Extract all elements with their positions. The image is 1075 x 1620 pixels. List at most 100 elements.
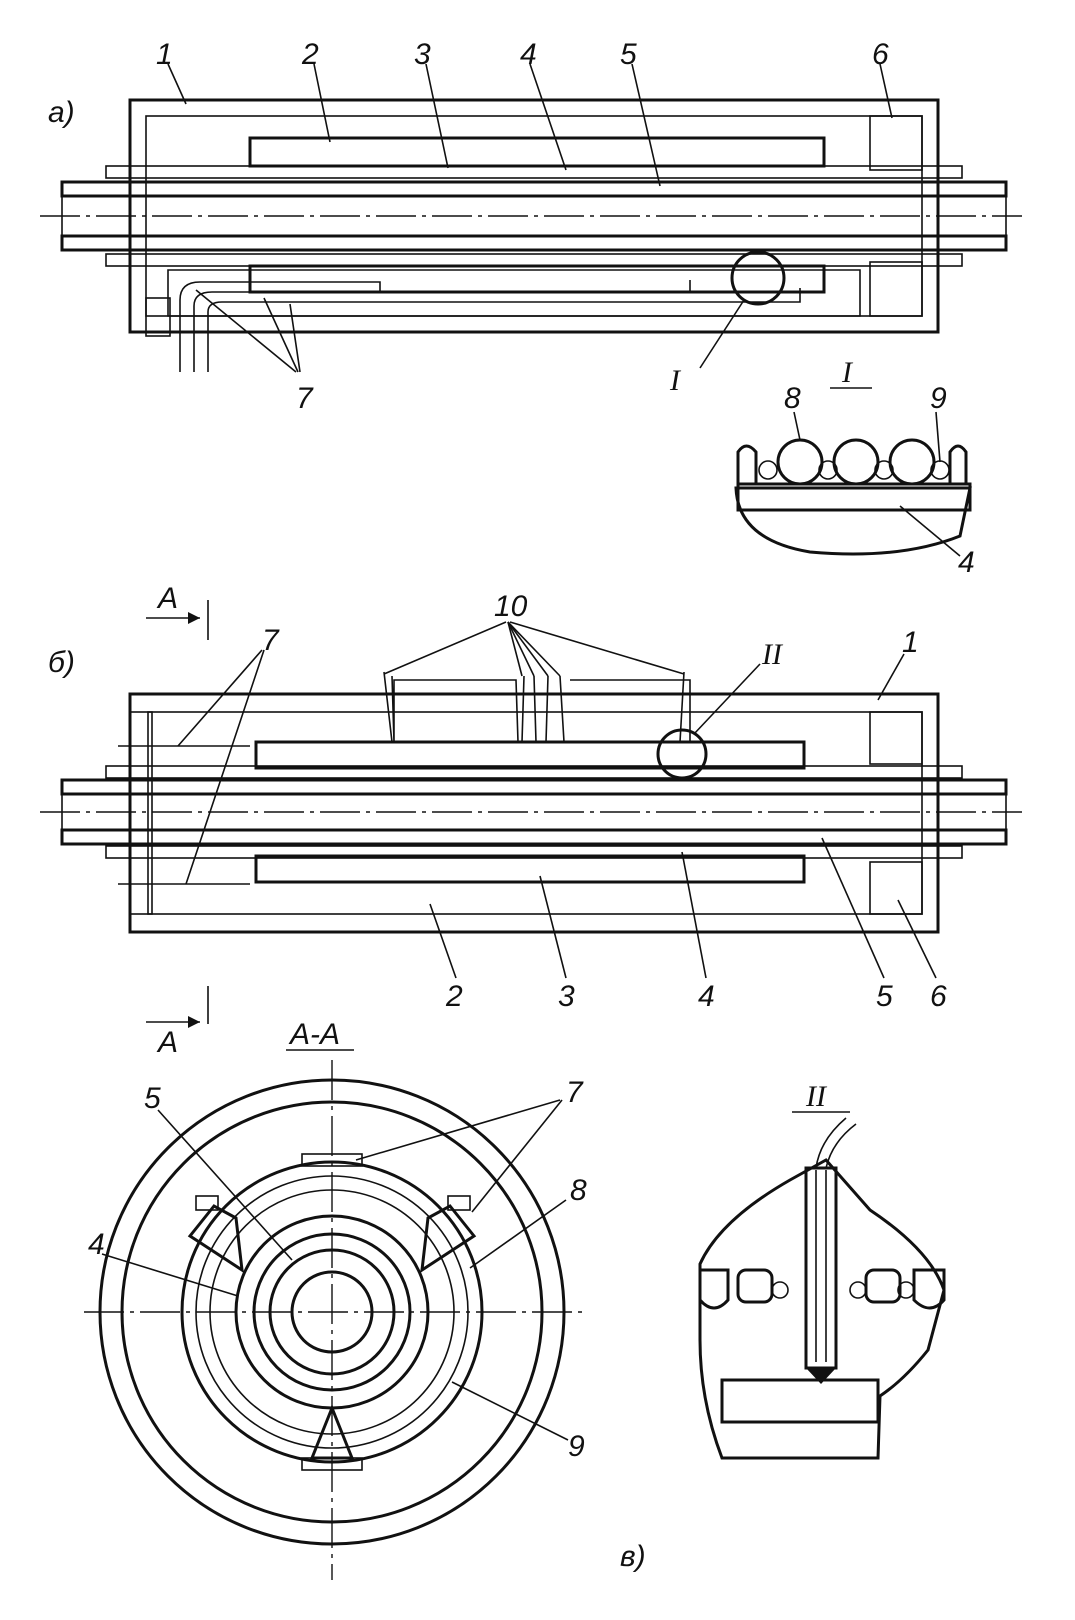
detail-II-leads (815, 1117, 857, 1169)
label-4-a: 4 (520, 38, 537, 71)
detail-I-wire-8c (888, 438, 936, 486)
plug-a (145, 297, 171, 337)
label-4-b: 4 (698, 980, 715, 1013)
label-5-s: 5 (144, 1082, 161, 1115)
detail-I-wire-9b (818, 460, 838, 480)
label-5-a: 5 (620, 38, 637, 71)
detail-II-wire-b (849, 1281, 867, 1299)
leader-10-d (507, 621, 549, 677)
leader-7b-a (263, 297, 299, 373)
detail-II-wind-right (912, 1268, 946, 1310)
wedge-left (187, 1204, 244, 1274)
view-a: а) 1 2 3 4 5 6 7 I (40, 38, 1022, 415)
end-block-6-b-bottom (869, 861, 923, 915)
label-1-b: 1 (902, 626, 919, 659)
leader-4-s (101, 1253, 239, 1297)
detail-I-circle-a (730, 250, 786, 306)
section-A-top: А (156, 582, 178, 615)
detail-I-body (734, 486, 972, 556)
leader-7c-a (289, 303, 301, 373)
label-7-a: 7 (296, 382, 314, 415)
wedge-left-pad (195, 1195, 219, 1211)
leader-2-a (313, 63, 331, 143)
detail-II-wire-a (771, 1281, 789, 1299)
detail-I-wire-8a (776, 438, 824, 486)
housing-b (128, 692, 940, 934)
leader-5-a (631, 63, 661, 187)
leader-10-a (383, 621, 507, 675)
detail-II-title: II (805, 1080, 828, 1113)
tube-wall-top-b (60, 778, 1008, 796)
label-6-b: 6 (930, 980, 947, 1013)
detail-II-leader (693, 663, 761, 735)
section-A-bottom: А (156, 1026, 178, 1059)
layer-4-top-b (105, 765, 963, 779)
leader-8-I (793, 411, 801, 441)
leader-4-I (899, 505, 961, 557)
detail-II-callout: II (761, 638, 784, 671)
leader-1-b (877, 653, 905, 701)
tube-wall-bottom-a (60, 234, 1008, 252)
section-arrow-bottom-head (188, 1016, 200, 1028)
winding-bottom-b (254, 854, 806, 884)
label-8-I: 8 (784, 382, 801, 415)
label-7-b: 7 (262, 624, 280, 657)
detail-I-callout: I (669, 364, 682, 397)
label-2-b: 2 (445, 980, 463, 1013)
wedge-right-pad (447, 1195, 471, 1211)
leader-5-b (821, 837, 885, 979)
label-3-a: 3 (414, 38, 431, 71)
thermocouples-10 (383, 671, 691, 743)
detail-I-leader (699, 299, 745, 369)
leader-7b-s (471, 1099, 563, 1213)
layer-4-top-a (105, 165, 963, 179)
detail-II-circle-b (656, 728, 708, 780)
label-1-a: 1 (156, 38, 173, 71)
leader-7a-a (195, 289, 297, 373)
leader-10-f (509, 621, 685, 675)
label-9-I: 9 (930, 382, 947, 415)
leader-8-s (469, 1199, 567, 1269)
end-block-6-b-top (869, 711, 923, 765)
tube-wall-top-a (60, 180, 1008, 198)
leader-6-b (897, 899, 937, 979)
winding-top-a (248, 136, 826, 168)
label-2-a: 2 (301, 38, 319, 71)
leader-5-s (157, 1109, 293, 1261)
leader-10-b (507, 621, 523, 677)
label-9-s: 9 (568, 1430, 585, 1463)
wedge-right (420, 1204, 477, 1274)
leader-3-a (425, 63, 449, 169)
section-title: А-А (288, 1018, 340, 1051)
winding-top-b (254, 740, 806, 770)
detail-II-wire-c (897, 1281, 915, 1299)
layer-4-bottom-a (105, 253, 963, 267)
view-b: А А (40, 582, 1022, 1059)
end-cap-left-b (129, 711, 153, 915)
wire-channel-a (167, 269, 861, 317)
leader-10-c (507, 621, 535, 677)
detail-II-wind-left (698, 1268, 730, 1310)
detail-I: I 8 9 4 (734, 356, 975, 579)
detail-II-wind-1 (736, 1268, 774, 1304)
detail-I-wire-8b (832, 438, 880, 486)
end-block-6b-a (869, 261, 923, 317)
section-arrow-top-head (188, 612, 200, 624)
leader-4-a (529, 63, 567, 171)
section-A-A: А-А 5 7 8 4 9 в) (84, 1018, 646, 1580)
label-6-a: 6 (872, 38, 889, 71)
leader-7a-b (177, 649, 263, 747)
label-4-s: 4 (88, 1228, 105, 1261)
leader-4-b (681, 851, 707, 979)
detail-II-layer (720, 1378, 880, 1424)
end-block-6-a (869, 115, 923, 171)
leader-10-e (507, 621, 561, 677)
detail-II-probe (804, 1166, 838, 1370)
leader-6-a (879, 63, 893, 119)
detail-II-probe-tip (806, 1368, 836, 1384)
layer-4-bottom-b (105, 845, 963, 859)
label-4-I: 4 (958, 546, 975, 579)
detail-I-grooves (736, 444, 968, 486)
detail-I-wire-9c (874, 460, 894, 480)
